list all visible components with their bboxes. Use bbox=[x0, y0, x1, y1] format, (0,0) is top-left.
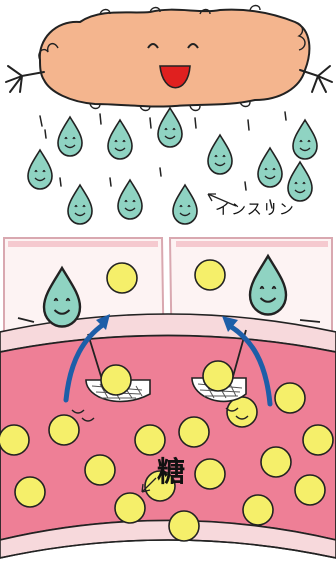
pancreas-character bbox=[6, 6, 332, 111]
cell-sugar-balls bbox=[107, 260, 225, 293]
sugar-label: 糖 bbox=[157, 450, 185, 490]
insulin-label: インスリン bbox=[215, 198, 295, 219]
